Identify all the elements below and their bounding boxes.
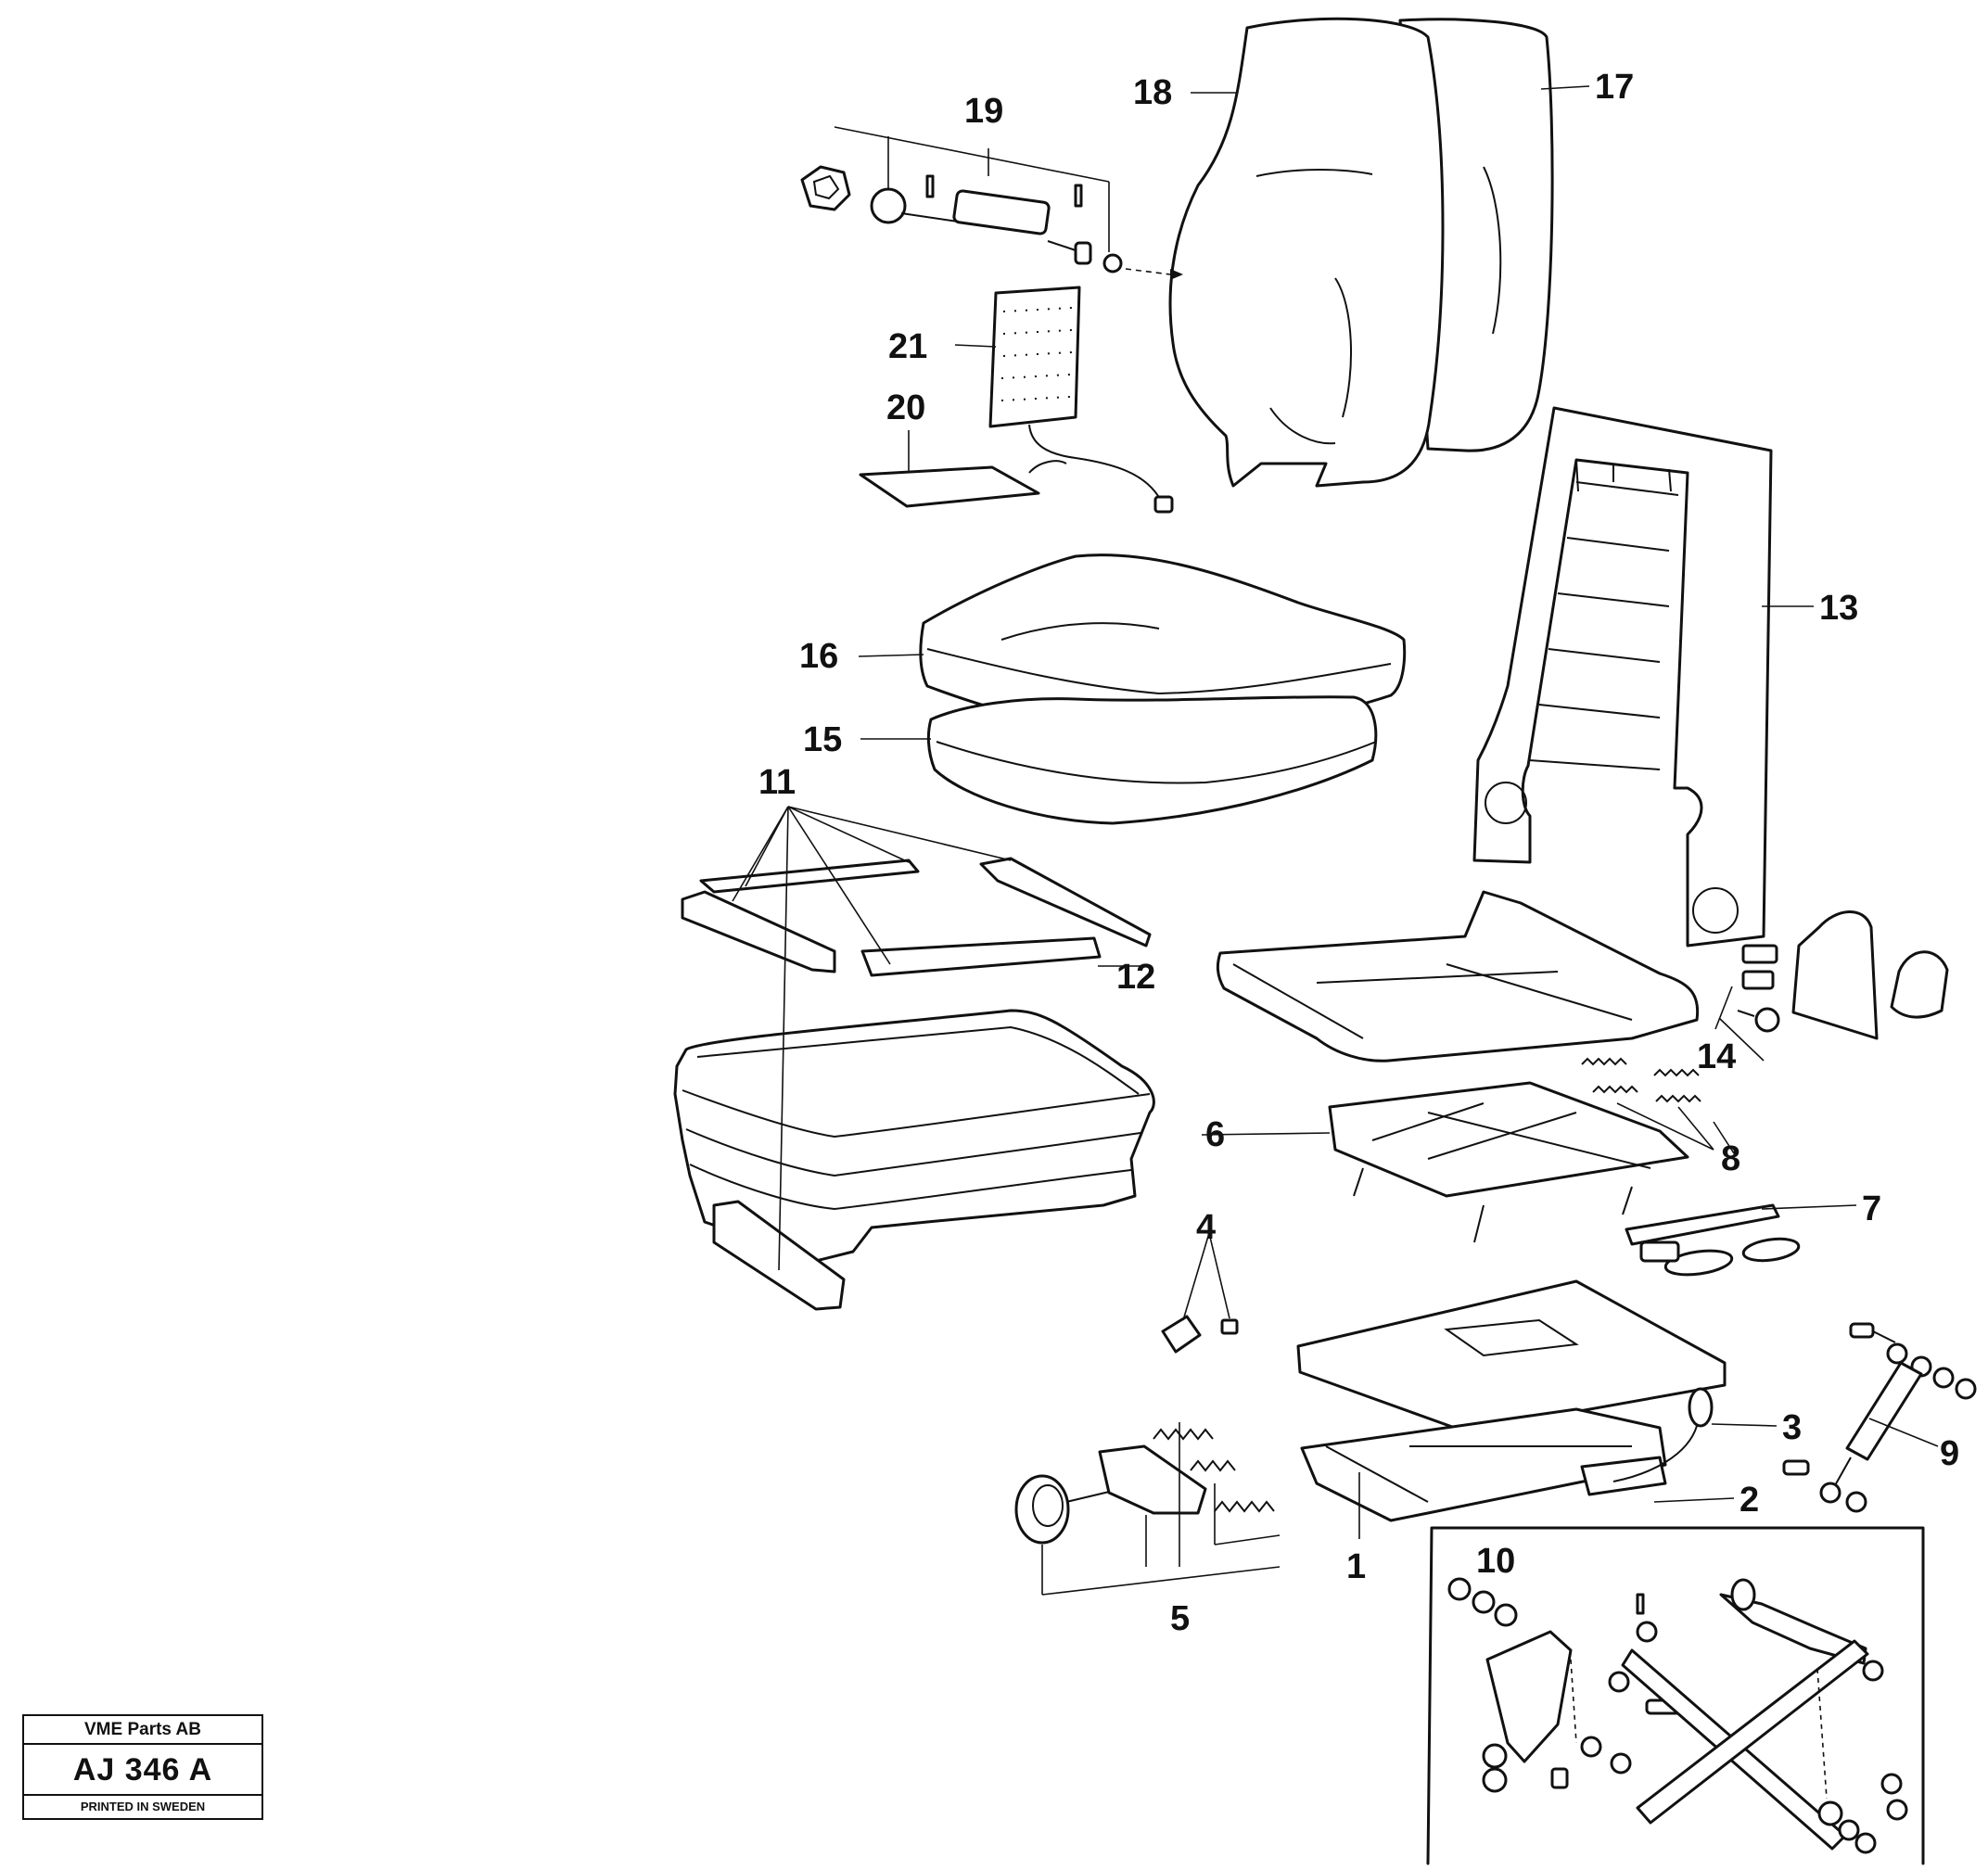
callout-7: 7 (1862, 1189, 1881, 1228)
document-stamp: VME Parts AB AJ 346 A PRINTED IN SWEDEN (22, 1714, 263, 1820)
part-10-scissor-kit-inset (1426, 1526, 1925, 1865)
part-6-scissor-mechanism (1328, 1081, 1689, 1243)
callout-6: 6 (1205, 1115, 1225, 1154)
callout-8: 8 (1721, 1139, 1740, 1178)
callout-2: 2 (1740, 1481, 1759, 1520)
leader-lines (732, 85, 1939, 1539)
part-15-seat-cushion-lower (926, 695, 1378, 825)
stamp-company: VME Parts AB (24, 1716, 261, 1745)
callout-21: 21 (888, 327, 927, 366)
part-18-backrest-front-cushion (1168, 17, 1445, 488)
callout-3: 3 (1782, 1408, 1802, 1447)
part-1-suspension-base (1296, 1279, 1727, 1522)
part-19-lumbar-adjuster-kit (800, 126, 1183, 280)
part-21-seat-heating-element (988, 286, 1174, 514)
part-3-cable (1612, 1387, 1714, 1482)
callout-9: 9 (1940, 1434, 1959, 1473)
suspension-bellows-housing (673, 1009, 1155, 1311)
part-5-height-adjuster (1014, 1422, 1281, 1596)
part-20-heating-mat-pad (859, 460, 1067, 508)
callout-10: 10 (1476, 1542, 1515, 1581)
part-9-shock-absorber (1782, 1322, 1977, 1513)
callout-15: 15 (803, 720, 842, 759)
callout-4: 4 (1196, 1208, 1216, 1247)
callout-14: 14 (1697, 1037, 1736, 1076)
part-13-backrest-frame (1472, 406, 1773, 948)
callout-16: 16 (799, 637, 838, 676)
callout-12: 12 (1116, 958, 1155, 997)
callout-13: 13 (1819, 589, 1858, 628)
part-7-release-handle (1625, 1203, 1801, 1277)
stamp-printed-in: PRINTED IN SWEDEN (80, 1800, 206, 1813)
seat-pan-frame (1216, 890, 1700, 1062)
callout-19: 19 (964, 92, 1003, 131)
callout-11: 11 (758, 763, 796, 802)
callout-labels: 1 2 3 4 5 6 7 8 9 10 11 12 13 14 15 16 1… (758, 68, 1959, 1638)
part-8-springs (1581, 1057, 1701, 1103)
part-16-seat-cushion-upper (919, 553, 1407, 734)
callout-5: 5 (1170, 1599, 1190, 1638)
stamp-drawing-code: AJ 346 A (24, 1745, 261, 1796)
callout-20: 20 (886, 388, 925, 427)
callout-17: 17 (1595, 68, 1634, 107)
part-11-seat-slide-rails (681, 857, 1152, 977)
part-4-clips (1161, 1315, 1239, 1354)
callout-18: 18 (1133, 73, 1172, 112)
part-14-recliner-cover-kit (1737, 910, 1949, 1040)
callout-1: 1 (1346, 1547, 1366, 1586)
